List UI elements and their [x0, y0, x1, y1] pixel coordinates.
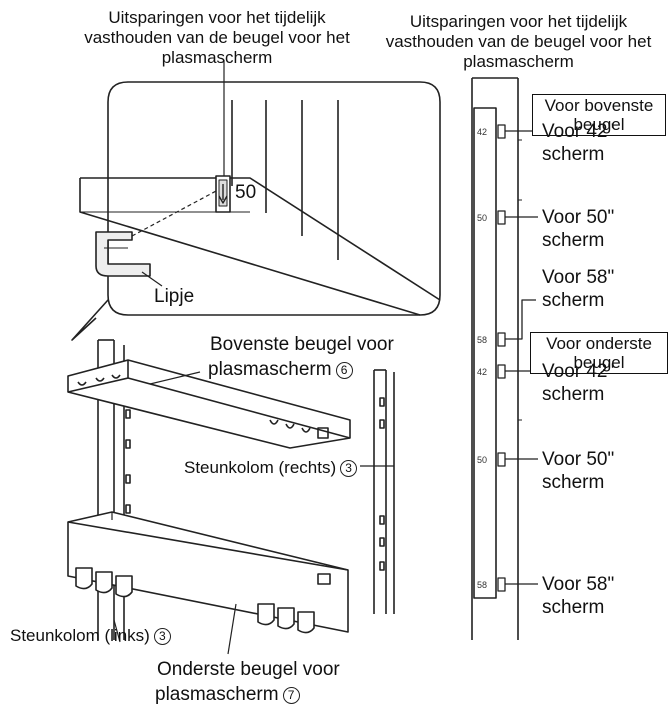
- upper-box-line2: beugel: [573, 115, 625, 134]
- slot-leaders: [497, 124, 538, 592]
- size-label-line1: Voor 58": [542, 267, 615, 288]
- left-caption-line2: vasthouden van de beugel voor het: [84, 28, 350, 47]
- size-label-line1: Voor 50": [542, 207, 615, 228]
- lower-bracket: [67, 511, 349, 655]
- right-column-label-text: Steunkolom (rechts): [184, 458, 337, 477]
- size-label-line1: Voor 58": [542, 574, 615, 595]
- size-label: Voor 42" scherm: [542, 360, 614, 406]
- slot-number: 42: [477, 127, 488, 137]
- detail-tab: [95, 231, 151, 277]
- size-label-line2: scherm: [542, 597, 605, 618]
- size-label: Voor 58" scherm: [542, 573, 614, 619]
- slot-number: 58: [477, 580, 488, 590]
- lower-bracket-box: Voor onderste beugel: [530, 332, 668, 374]
- right-column-number: 3: [340, 460, 358, 477]
- size-label-line1: Voor 42": [542, 361, 615, 382]
- right-column-label: Steunkolom (rechts)3: [184, 458, 358, 478]
- size-label-line2: scherm: [542, 230, 605, 251]
- slot-number: 58: [477, 335, 488, 345]
- right-caption: Uitsparingen voor het tijdelijk vasthoud…: [366, 12, 671, 72]
- size-label-line2: scherm: [542, 290, 605, 311]
- upper-box-line1: Voor bovenste: [544, 96, 654, 115]
- size-label-line2: scherm: [542, 144, 605, 165]
- left-column-number: 3: [153, 628, 171, 645]
- right-caption-line3: plasmascherm: [463, 52, 574, 71]
- detail-panel: [79, 177, 441, 316]
- left-caption: Uitsparingen voor het tijdelijk vasthoud…: [52, 8, 382, 68]
- detail-slot-number: 50: [235, 182, 257, 203]
- upper-bracket-number: 6: [335, 362, 353, 379]
- slot-number: 50: [477, 455, 488, 465]
- lower-bracket-label-text: plasmascherm: [155, 684, 279, 705]
- left-caption-line3: plasmascherm: [161, 48, 273, 67]
- lower-box-line2: beugel: [573, 353, 625, 372]
- upper-bracket-label-line1: Bovenste beugel voor: [210, 334, 394, 355]
- size-label: Voor 42" scherm: [542, 120, 614, 166]
- lower-box-line1: Voor onderste: [546, 334, 652, 353]
- right-caption-line2: vasthouden van de beugel voor het: [385, 32, 652, 51]
- column-side-view: [471, 77, 522, 640]
- size-label: Voor 58" scherm: [542, 266, 614, 312]
- tab-label: Lipje: [154, 286, 195, 307]
- lower-bracket-label-line1: Onderste beugel voor: [157, 659, 340, 680]
- upper-bracket-box: Voor bovenste beugel: [532, 94, 666, 136]
- upper-bracket-label-text: plasmascherm: [208, 359, 332, 380]
- left-caption-line1: Uitsparingen voor het tijdelijk: [108, 8, 326, 27]
- detail-callout-bubble: [107, 81, 441, 316]
- right-column: [360, 369, 395, 614]
- upper-bracket: [67, 359, 351, 449]
- left-column-label: Steunkolom (links)3: [10, 626, 171, 646]
- lower-bracket-number: 7: [282, 687, 300, 704]
- size-label-line1: Voor 50": [542, 449, 615, 470]
- slot-number: 42: [477, 367, 488, 377]
- left-column-label-text: Steunkolom (links): [10, 626, 150, 645]
- slot-number: 50: [477, 213, 488, 223]
- size-label-line2: scherm: [542, 472, 605, 493]
- size-label-line1: Voor 42": [542, 121, 615, 142]
- size-label: Voor 50" scherm: [542, 206, 614, 252]
- callout-pointer: [71, 299, 109, 341]
- size-label: Voor 50" scherm: [542, 448, 614, 494]
- size-label-line2: scherm: [542, 384, 605, 405]
- right-caption-line1: Uitsparingen voor het tijdelijk: [409, 12, 628, 31]
